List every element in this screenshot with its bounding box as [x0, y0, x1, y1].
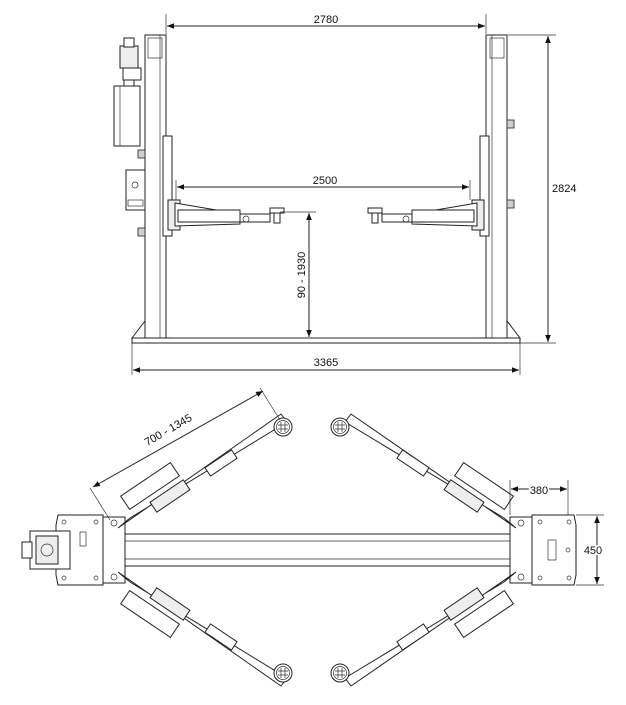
left-base-foot: [130, 319, 146, 339]
right-post-top: [509, 516, 533, 584]
left-post-top: [102, 516, 126, 584]
oil-reservoir: [113, 85, 141, 147]
dimension-label-post-depth: 450: [584, 545, 602, 557]
right-carriage-arm: [367, 135, 490, 237]
dimension-label-total-height: 2824: [552, 183, 576, 195]
dimension-label-post-offset: 380: [530, 485, 548, 497]
dimension-label-column-width: 2780: [314, 14, 338, 26]
left-carriage-arm: [162, 135, 285, 237]
dimension-line-arm-reach: [92, 390, 264, 488]
dimension-label-arm-reach: 700 - 1345: [143, 412, 195, 449]
control-box: [125, 169, 146, 237]
right-base-foot: [506, 319, 522, 339]
arm-top-right: [330, 413, 517, 529]
right-post-base: [531, 514, 577, 586]
base-plate: [131, 337, 521, 344]
dimension-label-lift-height: 90 - 1930: [296, 252, 308, 298]
arm-bottom-right: [330, 571, 517, 687]
left-post-base: [21, 514, 104, 586]
front-view: 2780 2500 2824 90 - 1930 3365: [113, 14, 576, 375]
dimension-label-base-width: 3365: [314, 357, 338, 369]
arm-bottom-left: [117, 571, 293, 687]
top-view: 700 - 1345 380 450: [21, 387, 604, 687]
crossbeam: [124, 533, 511, 567]
dimension-label-arm-span: 2500: [313, 175, 337, 187]
motor-unit: [113, 37, 146, 159]
arm-top-left: [117, 413, 293, 529]
